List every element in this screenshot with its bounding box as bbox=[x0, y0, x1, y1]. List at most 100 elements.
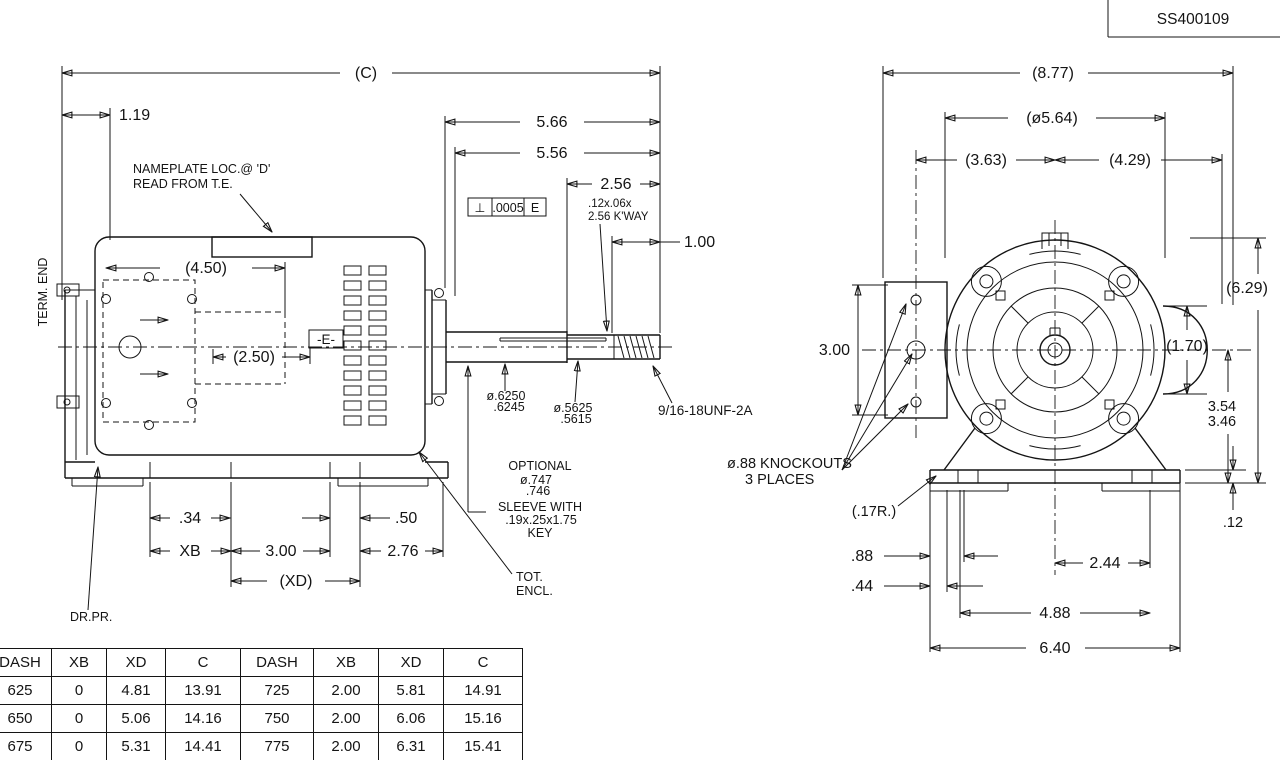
table-cell: 650 bbox=[0, 704, 52, 733]
dim-dia-5-64: (ø5.64) bbox=[1026, 110, 1078, 127]
dim-0-44: .44 bbox=[851, 578, 873, 595]
table-cell: 6.31 bbox=[378, 732, 444, 760]
terminal-box bbox=[884, 281, 948, 419]
dim-0-88: .88 bbox=[851, 548, 873, 565]
dash-table: DASH XB XD C DASH XB XD C 625 0 4.81 13.… bbox=[0, 648, 523, 760]
table-header: C bbox=[443, 648, 523, 677]
table-header: DASH bbox=[240, 648, 314, 677]
base-cradle bbox=[65, 461, 449, 487]
table-cell: 675 bbox=[0, 732, 52, 760]
bolt-ear bbox=[970, 265, 1002, 297]
keyway-note-line2: 2.56 K'WAY bbox=[588, 211, 649, 223]
dim-xd: (XD) bbox=[280, 573, 313, 590]
table-cell: 13.91 bbox=[165, 676, 241, 705]
table-row: 625 0 4.81 13.91 725 2.00 5.81 14.91 bbox=[0, 676, 523, 705]
thread-hatch bbox=[617, 335, 655, 359]
table-header: DASH bbox=[0, 648, 52, 677]
table-cell: 5.31 bbox=[106, 732, 166, 760]
drawing-number: SS400109 bbox=[1157, 11, 1229, 28]
bolt-ear bbox=[1108, 265, 1140, 297]
tot-encl-line1: TOT. bbox=[516, 570, 543, 584]
shaft-dia2-upper: ø.5625 bbox=[554, 401, 593, 415]
term-end-label: TERM. END bbox=[36, 258, 50, 327]
table-header-row: DASH XB XD C DASH XB XD C bbox=[0, 648, 523, 677]
front-bell bbox=[425, 288, 447, 406]
table-header: C bbox=[165, 648, 241, 677]
dim-0-34: .34 bbox=[179, 510, 201, 527]
dim-3-00: 3.00 bbox=[265, 543, 296, 560]
dim-8-77: (8.77) bbox=[1032, 65, 1074, 82]
table-row: 650 0 5.06 14.16 750 2.00 6.06 15.16 bbox=[0, 704, 523, 733]
shaft-dia2-lower: .5615 bbox=[560, 412, 591, 426]
knockout bbox=[910, 294, 922, 306]
table-cell: 14.16 bbox=[165, 704, 241, 733]
table-cell: 0 bbox=[51, 704, 107, 733]
dim-1-70: (1.70) bbox=[1166, 338, 1208, 355]
table-cell: 2.00 bbox=[313, 732, 379, 760]
dim-2-76: 2.76 bbox=[387, 543, 418, 560]
optional-note-line1: OPTIONAL bbox=[508, 459, 571, 473]
nameplate-note-line1: NAMEPLATE LOC.@ 'D' bbox=[133, 162, 270, 176]
nameplate-note-line2: READ FROM T.E. bbox=[133, 177, 233, 191]
optional-note-line2: ø.747 bbox=[520, 473, 552, 487]
dim-0-50: .50 bbox=[395, 510, 417, 527]
fcf-tolerance: .0005 bbox=[492, 201, 523, 215]
conduit-box bbox=[101, 272, 286, 430]
dim-3-63: (3.63) bbox=[965, 152, 1007, 169]
optional-note-line5: .19x.25x1.75 bbox=[505, 513, 577, 527]
dim-4-29: (4.29) bbox=[1109, 152, 1151, 169]
nameplate bbox=[211, 236, 313, 258]
table-cell: 5.06 bbox=[106, 704, 166, 733]
shaft-end bbox=[1039, 334, 1071, 366]
table-cell: 14.91 bbox=[443, 676, 523, 705]
keyway-note-line1: .12x.06x bbox=[588, 198, 632, 210]
optional-note-line6: KEY bbox=[527, 526, 553, 540]
optional-note-line3: .746 bbox=[526, 484, 550, 498]
dim-c-overall: (C) bbox=[355, 65, 377, 82]
table-cell: 15.16 bbox=[443, 704, 523, 733]
bolt-ear bbox=[970, 403, 1002, 435]
dim-4-50: (4.50) bbox=[185, 260, 227, 277]
feature-control-frame bbox=[467, 197, 547, 217]
table-cell: 6.06 bbox=[378, 704, 444, 733]
title-block: SS400109 bbox=[1107, 0, 1280, 38]
dim-2-44: 2.44 bbox=[1089, 555, 1120, 572]
table-cell: 5.81 bbox=[378, 676, 444, 705]
dim-2-50: (2.50) bbox=[233, 349, 275, 366]
table-cell: 750 bbox=[240, 704, 314, 733]
dim-4-88: 4.88 bbox=[1039, 605, 1070, 622]
table-header: XB bbox=[51, 648, 107, 677]
table-cell: 725 bbox=[240, 676, 314, 705]
dim-3-46: 3.46 bbox=[1208, 414, 1236, 430]
vent-grille bbox=[343, 265, 387, 426]
bolt-ear bbox=[1108, 403, 1140, 435]
lifting-lug bbox=[1041, 232, 1069, 249]
drip-proof-label: DR.PR. bbox=[70, 610, 112, 624]
table-cell: 2.00 bbox=[313, 704, 379, 733]
shaft bbox=[446, 331, 661, 363]
dim-0-12: .12 bbox=[1223, 515, 1243, 531]
fcf-datum: E bbox=[531, 201, 539, 215]
table-cell: 15.41 bbox=[443, 732, 523, 760]
table-header: XB bbox=[313, 648, 379, 677]
optional-note-line4: SLEEVE WITH bbox=[498, 500, 582, 514]
rear-bracket bbox=[56, 283, 95, 478]
knockouts-note-line1: ø.88 KNOCKOUTS bbox=[727, 456, 852, 472]
dim-1-19: 1.19 bbox=[119, 107, 150, 124]
knockouts-note-line2: 3 PLACES bbox=[745, 472, 814, 488]
table-header: XD bbox=[378, 648, 444, 677]
table-cell: 625 bbox=[0, 676, 52, 705]
datum-e-box bbox=[308, 329, 344, 349]
table-header: XD bbox=[106, 648, 166, 677]
dim-1-00: 1.00 bbox=[684, 234, 715, 251]
dim-5-56: 5.56 bbox=[536, 145, 567, 162]
dim-6-29: (6.29) bbox=[1226, 280, 1268, 297]
shaft-dia1-lower: .6245 bbox=[493, 400, 524, 414]
thread-callout: 9/16-18UNF-2A bbox=[658, 403, 753, 418]
datum-e-label: -E- bbox=[317, 332, 335, 347]
dim-5-66: 5.66 bbox=[536, 114, 567, 131]
end-view-dimensions: (8.77) (ø5.64) (3.63) (4.29) 3.00 (6.29)… bbox=[727, 65, 1268, 657]
end-base bbox=[929, 427, 1181, 492]
table-cell: 4.81 bbox=[106, 676, 166, 705]
